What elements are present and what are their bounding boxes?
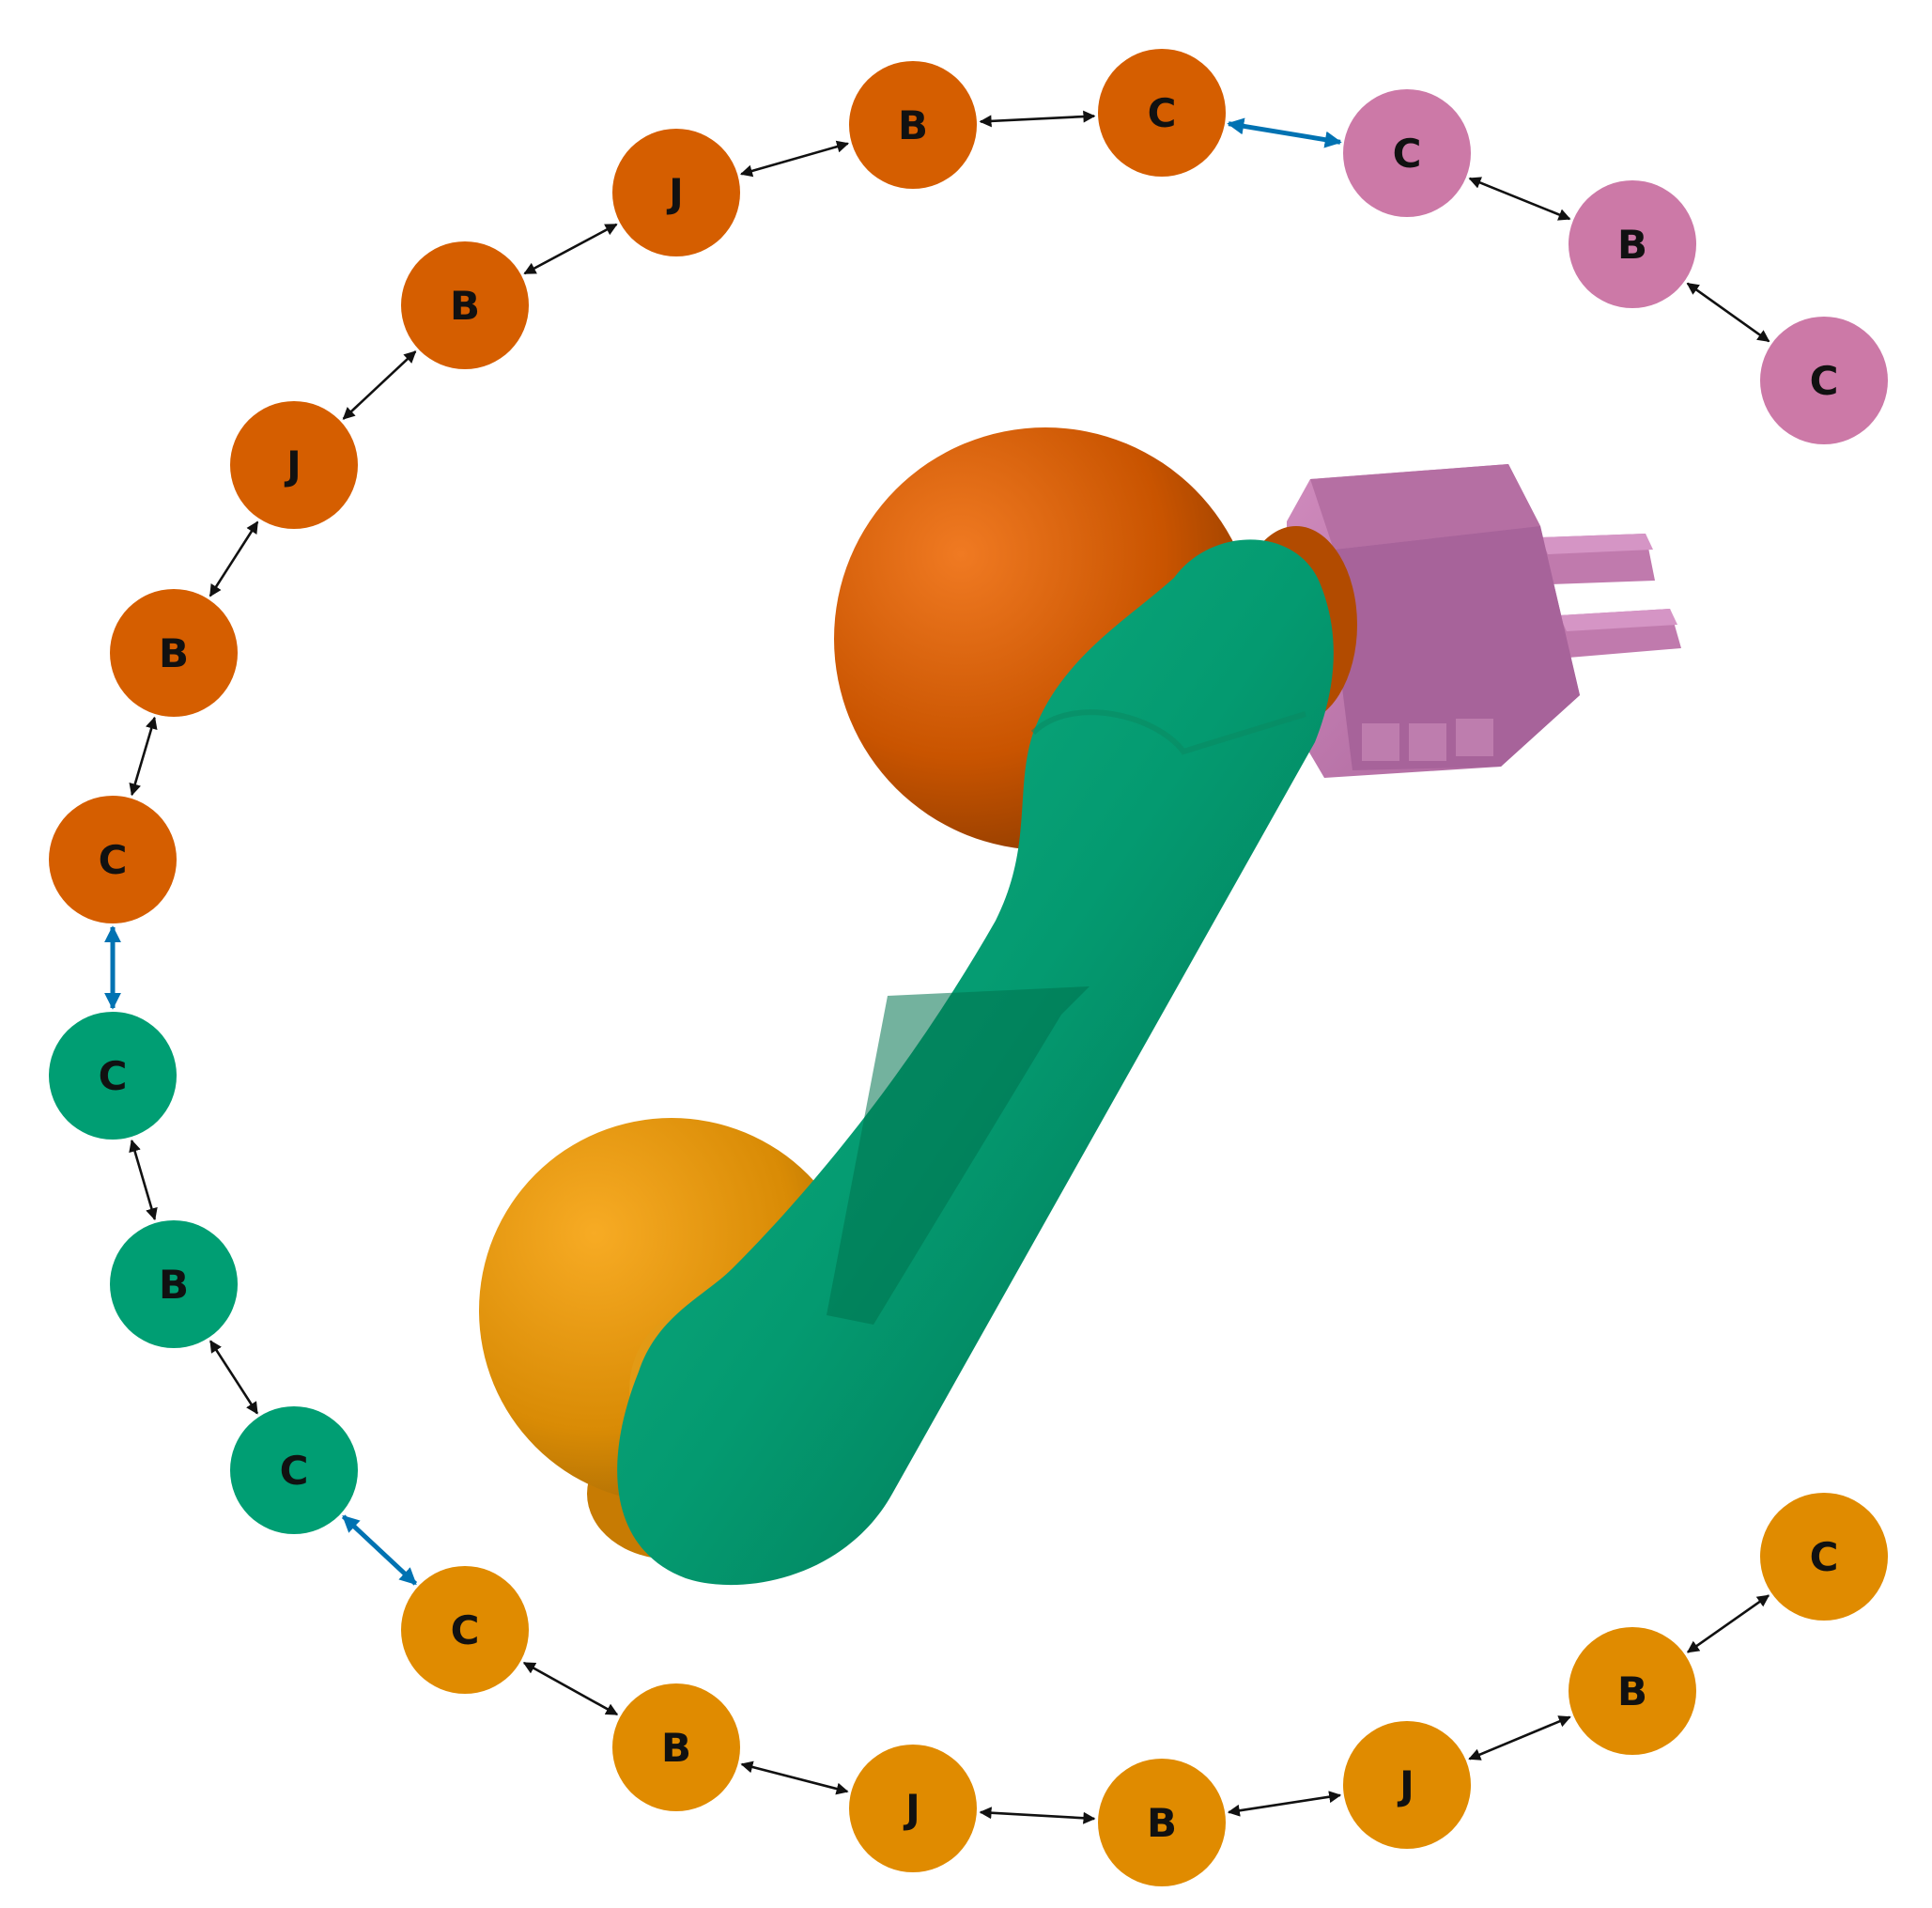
node-o5[interactable]: J: [612, 129, 740, 256]
node-circle: [49, 1012, 177, 1140]
node-label: J: [284, 442, 301, 489]
node-circle: [849, 1745, 977, 1872]
edge-y5-y6: [740, 1761, 849, 1795]
edge-o5-o6: [739, 140, 850, 178]
node-y1[interactable]: C: [1760, 1493, 1888, 1621]
node-y7[interactable]: C: [401, 1566, 529, 1694]
node-circle: [1760, 317, 1888, 444]
node-label: J: [903, 1786, 920, 1832]
node-g1[interactable]: C: [230, 1406, 358, 1534]
node-label: J: [666, 170, 684, 216]
node-y5[interactable]: J: [849, 1745, 977, 1872]
node-o4[interactable]: B: [401, 241, 529, 369]
node-circle: [1760, 1493, 1888, 1621]
node-label: C: [1148, 90, 1177, 136]
node-g3[interactable]: C: [49, 1012, 177, 1140]
edge-y3-y4: [1227, 1791, 1342, 1817]
nodes-layer: C B J B J B C C B C C B J B J B C C B C: [49, 49, 1888, 1886]
node-circle: [49, 796, 177, 923]
edge-y2-y3: [1468, 1715, 1571, 1761]
upper-link-illustration: [617, 539, 1334, 1586]
node-p2[interactable]: B: [1569, 180, 1696, 308]
edge-g1-g2: [209, 1340, 259, 1415]
node-circle: [612, 1683, 740, 1811]
node-label: B: [898, 102, 928, 148]
node-circle: [230, 1406, 358, 1534]
edges-layer: [104, 110, 1770, 1824]
edge-p2-p3: [1686, 282, 1770, 343]
node-label: B: [159, 630, 189, 676]
edge-y4-y5: [979, 1807, 1096, 1824]
node-circle: [1569, 1627, 1696, 1755]
edge-o3-o4: [342, 350, 417, 420]
node-o2[interactable]: B: [110, 589, 238, 717]
robot-arm-render: [479, 427, 1681, 1586]
node-o7[interactable]: C: [1098, 49, 1226, 177]
node-circle: [401, 1566, 529, 1694]
node-label: B: [1617, 222, 1647, 268]
node-label: B: [1617, 1668, 1647, 1714]
node-label: C: [1810, 358, 1839, 404]
node-label: J: [1397, 1762, 1414, 1808]
node-circle: [1098, 1759, 1226, 1886]
node-y3[interactable]: J: [1343, 1721, 1471, 1849]
node-y2[interactable]: B: [1569, 1627, 1696, 1755]
link-edge-o7-p1: [1227, 117, 1342, 148]
node-label: C: [280, 1448, 309, 1494]
node-y6[interactable]: B: [612, 1683, 740, 1811]
edge-y6-y7: [522, 1661, 619, 1716]
edge-o2-o3: [209, 520, 259, 597]
node-label: C: [99, 837, 128, 883]
edge-o1-o2: [129, 716, 158, 797]
node-o3[interactable]: J: [230, 401, 358, 529]
node-label: B: [1147, 1800, 1177, 1846]
node-circle: [849, 61, 977, 189]
gripper-illustration: [1287, 464, 1681, 778]
node-label: B: [661, 1725, 691, 1771]
node-o1[interactable]: C: [49, 796, 177, 923]
node-circle: [401, 241, 529, 369]
edge-g2-g3: [129, 1139, 158, 1221]
node-circle: [1098, 49, 1226, 177]
node-label: C: [99, 1053, 128, 1099]
node-label: B: [159, 1262, 189, 1308]
node-label: C: [451, 1607, 480, 1653]
node-circle: [612, 129, 740, 256]
node-label: B: [450, 283, 480, 329]
node-circle: [110, 589, 238, 717]
node-circle: [1343, 89, 1471, 217]
edge-o6-o7: [979, 110, 1096, 128]
node-p3[interactable]: C: [1760, 317, 1888, 444]
edge-y1-y2: [1686, 1594, 1770, 1653]
node-p1[interactable]: C: [1343, 89, 1471, 217]
node-circle: [1569, 180, 1696, 308]
node-label: C: [1393, 131, 1422, 177]
node-circle: [1343, 1721, 1471, 1849]
link-edge-y7-g1: [341, 1514, 418, 1586]
node-y4[interactable]: B: [1098, 1759, 1226, 1886]
node-circle: [230, 401, 358, 529]
node-circle: [110, 1220, 238, 1348]
node-label: C: [1810, 1534, 1839, 1580]
node-g2[interactable]: B: [110, 1220, 238, 1348]
edge-o4-o5: [523, 223, 618, 275]
edge-p1-p2: [1468, 177, 1571, 221]
node-o6[interactable]: B: [849, 61, 977, 189]
